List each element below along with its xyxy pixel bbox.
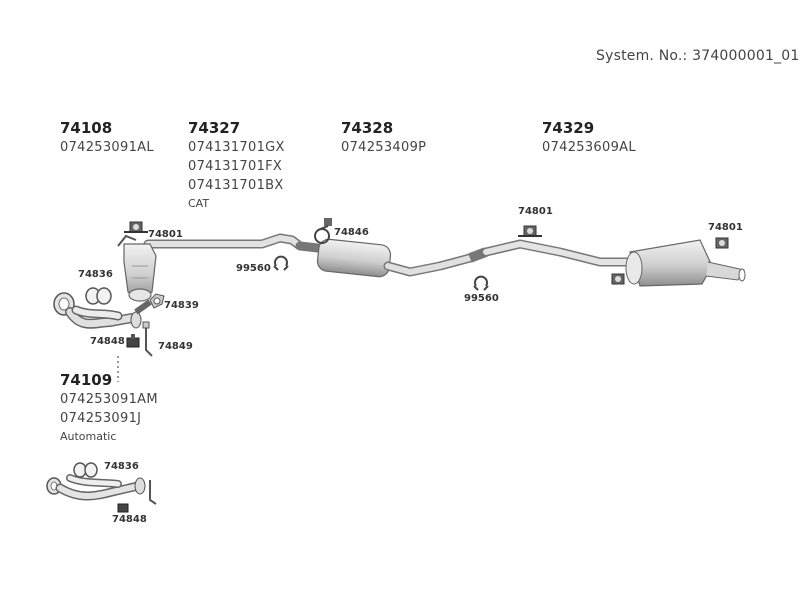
callout-99560: 99560: [236, 263, 271, 274]
catalytic-converter: [117, 234, 157, 302]
part-code: 074253091AL: [60, 140, 154, 155]
callout-74801: 74801: [518, 206, 553, 217]
rubber-hanger-74801-middle: [518, 225, 542, 237]
part-group-74329: 74329 074253609AL: [542, 118, 636, 157]
front-pipe: [143, 233, 305, 251]
rubber-hanger-74846: [314, 218, 332, 244]
part-group-74328: 74328 074253409P: [341, 118, 426, 157]
part-group-74109: 74109 074253091AM 074253091J Automatic: [60, 370, 158, 446]
middle-silencer-74328: [295, 238, 488, 278]
rubber-mount-74848-top: [126, 334, 140, 348]
callout-74848: 74848: [112, 514, 147, 525]
callout-74846: 74846: [334, 227, 369, 238]
callout-74801: 74801: [148, 229, 183, 240]
callout-99560: 99560: [464, 293, 499, 304]
part-code: 074131701BX: [188, 178, 284, 193]
gasket-74839: [149, 293, 165, 309]
part-number: 74328: [341, 119, 394, 137]
part-number: 74109: [60, 371, 113, 389]
callout-74801: 74801: [708, 222, 743, 233]
callout-74839: 74839: [164, 300, 199, 311]
callout-74836: 74836: [104, 461, 139, 472]
clamp-99560-right: [473, 275, 489, 291]
rear-muffler-74329: [625, 239, 746, 287]
downpipe-74108: [53, 292, 152, 329]
bracket-74849: [142, 321, 153, 357]
part-number: 74108: [60, 119, 113, 137]
gasket-74836-top: [85, 287, 112, 305]
callout-74836: 74836: [78, 269, 113, 280]
part-note: Automatic: [60, 430, 117, 443]
part-code: 074253409P: [341, 140, 427, 155]
part-group-74108: 74108 074253091AL: [60, 118, 154, 157]
clamp-99560-left: [273, 255, 289, 271]
part-number: 74329: [542, 119, 595, 137]
rear-pipe-74329: [481, 239, 635, 267]
part-code: 074131701FX: [188, 159, 283, 174]
part-code: 074253091AM: [60, 392, 158, 407]
part-code: 074253091J: [60, 411, 142, 426]
part-code: 074131701GX: [188, 140, 285, 155]
downpipe-74109: [46, 462, 157, 513]
part-number: 74327: [188, 119, 241, 137]
part-group-74327: 74327 074131701GX 074131701FX 074131701B…: [188, 118, 285, 213]
callout-74848: 74848: [90, 336, 125, 347]
rubber-hanger-74801-front: [124, 221, 148, 233]
rubber-hanger-74801-rear: [611, 237, 729, 285]
callout-74849: 74849: [158, 341, 193, 352]
part-code: 074253609AL: [542, 140, 636, 155]
system-number: System. No.: 374000001_01: [596, 48, 800, 64]
part-note: CAT: [188, 197, 210, 210]
